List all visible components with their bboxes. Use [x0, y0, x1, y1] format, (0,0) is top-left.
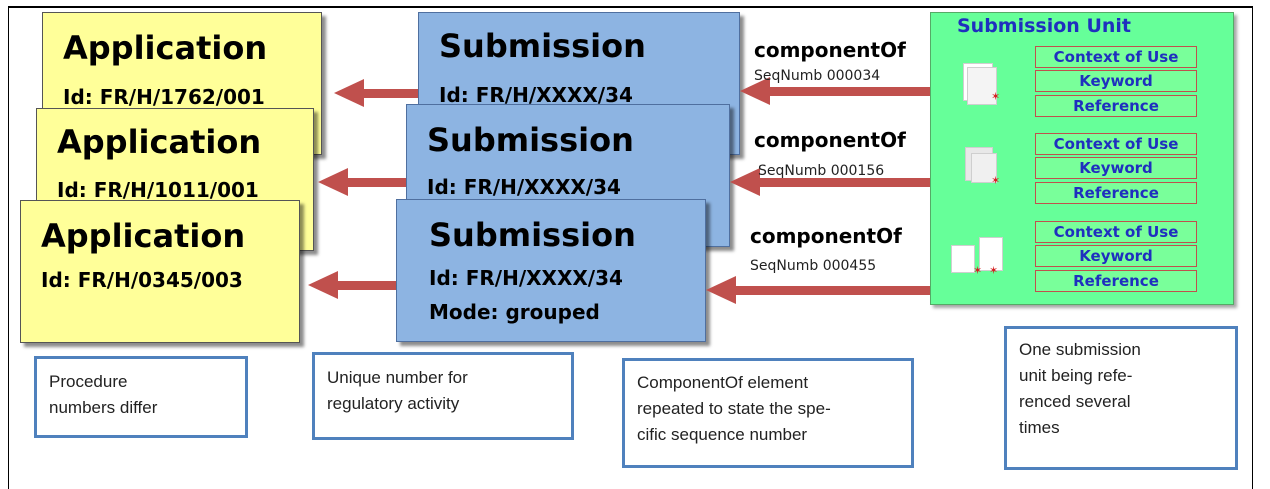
submission-unit-title: Submission Unit — [957, 15, 1131, 37]
note-line: renced several — [1019, 392, 1131, 411]
arrow-submission-to-application-3 — [308, 271, 396, 299]
keyword-field: Keyword — [1035, 157, 1197, 179]
note-line: regulatory activity — [327, 394, 460, 413]
keyword-field: Keyword — [1035, 245, 1197, 267]
note-unique-number: Unique number for regulatory activity — [312, 352, 574, 440]
note-line: unit being refe- — [1019, 366, 1133, 385]
note-line: cific sequence number — [637, 425, 808, 444]
note-procedure-numbers: Procedure numbers differ — [34, 356, 248, 438]
document-pdf-icon: ✶ ✶ — [949, 235, 1009, 281]
arrow-unit-to-submission-3 — [706, 276, 932, 304]
document-pdf-icon: ✶ — [961, 61, 1005, 107]
submission-title: Submission — [427, 121, 634, 159]
application-card-3: Application Id: FR/H/0345/003 — [20, 200, 300, 343]
reference-field: Reference — [1035, 95, 1197, 117]
submission-title: Submission — [429, 216, 636, 254]
arrow-unit-to-submission-1 — [740, 77, 932, 105]
context-of-use-field: Context of Use — [1035, 221, 1197, 243]
sequence-number: SeqNumb 000034 — [754, 68, 881, 84]
arrow-unit-to-submission-2 — [730, 168, 932, 196]
submission-card-3: Submission Id: FR/H/XXXX/34 Mode: groupe… — [396, 199, 706, 342]
component-of-label: componentOf — [750, 224, 902, 248]
sequence-number: SeqNumb 000455 — [750, 258, 877, 274]
note-line: times — [1019, 418, 1060, 437]
submission-mode: Mode: grouped — [429, 300, 600, 324]
sequence-number: SeqNumb 000156 — [758, 163, 885, 179]
note-line: Procedure — [49, 372, 128, 391]
application-id: Id: FR/H/1762/001 — [63, 85, 265, 109]
note-componentof-repeated: ComponentOf element repeated to state th… — [622, 358, 914, 468]
keyword-field: Keyword — [1035, 70, 1197, 92]
diagram-frame — [8, 6, 1253, 489]
application-title: Application — [63, 29, 268, 67]
document-pdf-icon: ✶ — [961, 145, 1005, 191]
submission-unit: Submission Unit Context of Use Keyword R… — [930, 12, 1234, 305]
submission-id: Id: FR/H/XXXX/34 — [427, 175, 621, 199]
submission-id: Id: FR/H/XXXX/34 — [439, 83, 633, 107]
context-of-use-field: Context of Use — [1035, 46, 1197, 68]
context-of-use-field: Context of Use — [1035, 133, 1197, 155]
submission-title: Submission — [439, 27, 646, 65]
application-title: Application — [57, 123, 262, 161]
note-line: One submission — [1019, 340, 1141, 359]
note-line: ComponentOf element — [637, 373, 809, 392]
note-line: Unique number for — [327, 368, 468, 387]
arrow-submission-to-application-2 — [318, 168, 406, 196]
component-of-label: componentOf — [754, 128, 906, 152]
reference-field: Reference — [1035, 182, 1197, 204]
note-line: repeated to state the spe- — [637, 399, 831, 418]
component-of-label: componentOf — [754, 38, 906, 62]
note-line: numbers differ — [49, 398, 158, 417]
application-id: Id: FR/H/0345/003 — [41, 268, 243, 292]
note-unit-referenced: One submission unit being refe- renced s… — [1004, 326, 1238, 470]
reference-field: Reference — [1035, 270, 1197, 292]
application-title: Application — [41, 217, 246, 255]
submission-id: Id: FR/H/XXXX/34 — [429, 266, 623, 290]
application-id: Id: FR/H/1011/001 — [57, 178, 259, 202]
arrow-submission-to-application-1 — [334, 79, 418, 107]
